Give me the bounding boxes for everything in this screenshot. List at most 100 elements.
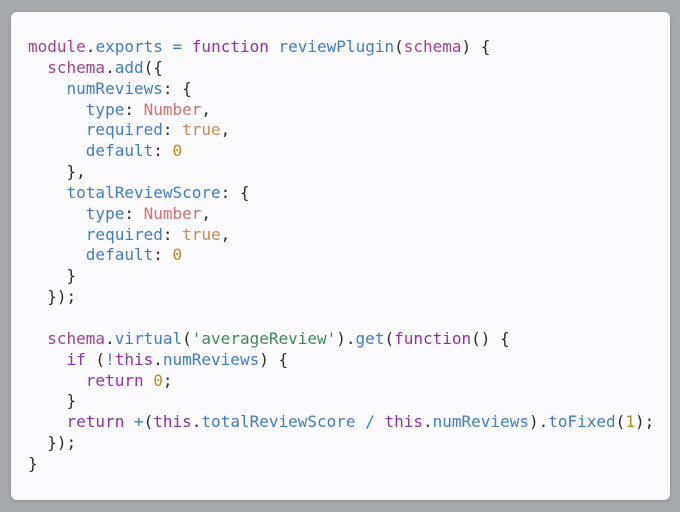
code-token: : [162, 120, 183, 140]
code-token [28, 120, 86, 139]
code-line [28, 308, 654, 329]
code-token: required [85, 224, 163, 244]
code-token [124, 412, 134, 431]
code-line: type: Number, [28, 204, 654, 225]
code-token: , [201, 99, 212, 119]
code-token: ). [528, 412, 549, 432]
code-token: ( [394, 37, 404, 56]
code-line: } [28, 266, 654, 287]
code-token: / [365, 412, 375, 432]
code-token: , [201, 203, 212, 223]
code-token [28, 58, 47, 77]
code-token: 0 [172, 141, 183, 161]
code-token: }, [28, 162, 86, 182]
code-token: return [66, 412, 125, 432]
code-token: 'averageReview' [191, 328, 337, 348]
code-token: . [191, 412, 202, 432]
code-token: . [423, 412, 433, 432]
code-token: } [28, 266, 77, 286]
code-token: exports [95, 37, 163, 56]
code-token: = [172, 37, 183, 56]
code-token: . [85, 37, 96, 56]
code-block[interactable]: module.exports = function reviewPlugin(s… [28, 37, 654, 475]
code-token: : { [220, 182, 250, 202]
code-token [28, 412, 67, 431]
code-card: module.exports = function reviewPlugin(s… [11, 12, 670, 500]
code-line: type: Number, [28, 100, 654, 121]
code-token [269, 37, 279, 56]
code-token [28, 79, 67, 98]
code-token: ( [384, 328, 395, 348]
code-token: : [153, 141, 173, 161]
code-token: + [133, 412, 144, 432]
code-token: ) { [461, 37, 491, 56]
code-token [28, 225, 86, 244]
code-token: . [105, 57, 115, 77]
code-token: ({ [143, 57, 163, 77]
code-line: totalReviewScore: { [28, 183, 654, 204]
code-token: ( [85, 349, 106, 369]
code-token [28, 329, 47, 348]
code-token: this [384, 412, 423, 432]
code-line: required: true, [28, 120, 654, 141]
code-token: this [153, 412, 192, 432]
code-token: add [114, 57, 144, 77]
code-token: reviewPlugin [278, 37, 395, 56]
code-token: totalReviewScore [201, 412, 356, 432]
code-token [144, 371, 154, 390]
code-token [28, 350, 67, 369]
code-token: true [182, 120, 221, 140]
code-token [28, 100, 86, 119]
code-token: . [153, 349, 163, 369]
code-token: this [114, 349, 154, 369]
code-line: } [28, 454, 654, 475]
code-token [182, 37, 192, 56]
code-line: default: 0 [28, 245, 654, 266]
code-token [163, 37, 173, 56]
code-token: ) { [259, 349, 289, 369]
code-token [356, 412, 366, 431]
code-token [28, 141, 86, 160]
code-token: ! [105, 349, 115, 369]
code-token: toFixed [548, 412, 616, 432]
code-token: } [28, 453, 38, 473]
code-token: default [85, 245, 154, 265]
code-token: }); [28, 433, 77, 453]
code-line: required: true, [28, 225, 654, 246]
code-token: : [124, 99, 144, 119]
code-token: : [162, 224, 183, 244]
code-token: type [85, 203, 125, 223]
code-token: : [124, 203, 144, 223]
code-token: schema [47, 57, 106, 77]
code-token: ( [182, 328, 192, 348]
code-token: module [28, 37, 86, 56]
code-token: schema [47, 328, 106, 348]
code-token: function [394, 328, 472, 348]
code-token: } [28, 391, 77, 411]
code-token: 0 [153, 370, 163, 390]
code-line: numReviews: { [28, 79, 654, 100]
code-token: return [85, 370, 144, 390]
code-token: 0 [172, 245, 183, 265]
code-line: }); [28, 287, 654, 308]
code-token: schema [403, 37, 462, 56]
code-token: ). [336, 328, 356, 348]
code-token: type [85, 99, 125, 119]
code-token: get [355, 328, 385, 348]
code-token [28, 183, 67, 202]
code-token: ; [162, 370, 173, 390]
code-token: numReviews [66, 78, 163, 98]
code-line: }); [28, 433, 654, 454]
code-line: }, [28, 162, 654, 183]
code-token: , [220, 224, 231, 244]
code-token: numReviews [162, 349, 260, 369]
code-token: totalReviewScore [66, 182, 221, 202]
code-token: Number [143, 99, 202, 119]
code-token: true [182, 224, 221, 244]
code-token: 1 [625, 412, 635, 432]
code-token: : { [162, 78, 192, 98]
code-line: return 0; [28, 371, 654, 392]
code-token: Number [143, 203, 202, 223]
code-token: virtual [114, 328, 183, 348]
code-token: required [85, 120, 163, 140]
